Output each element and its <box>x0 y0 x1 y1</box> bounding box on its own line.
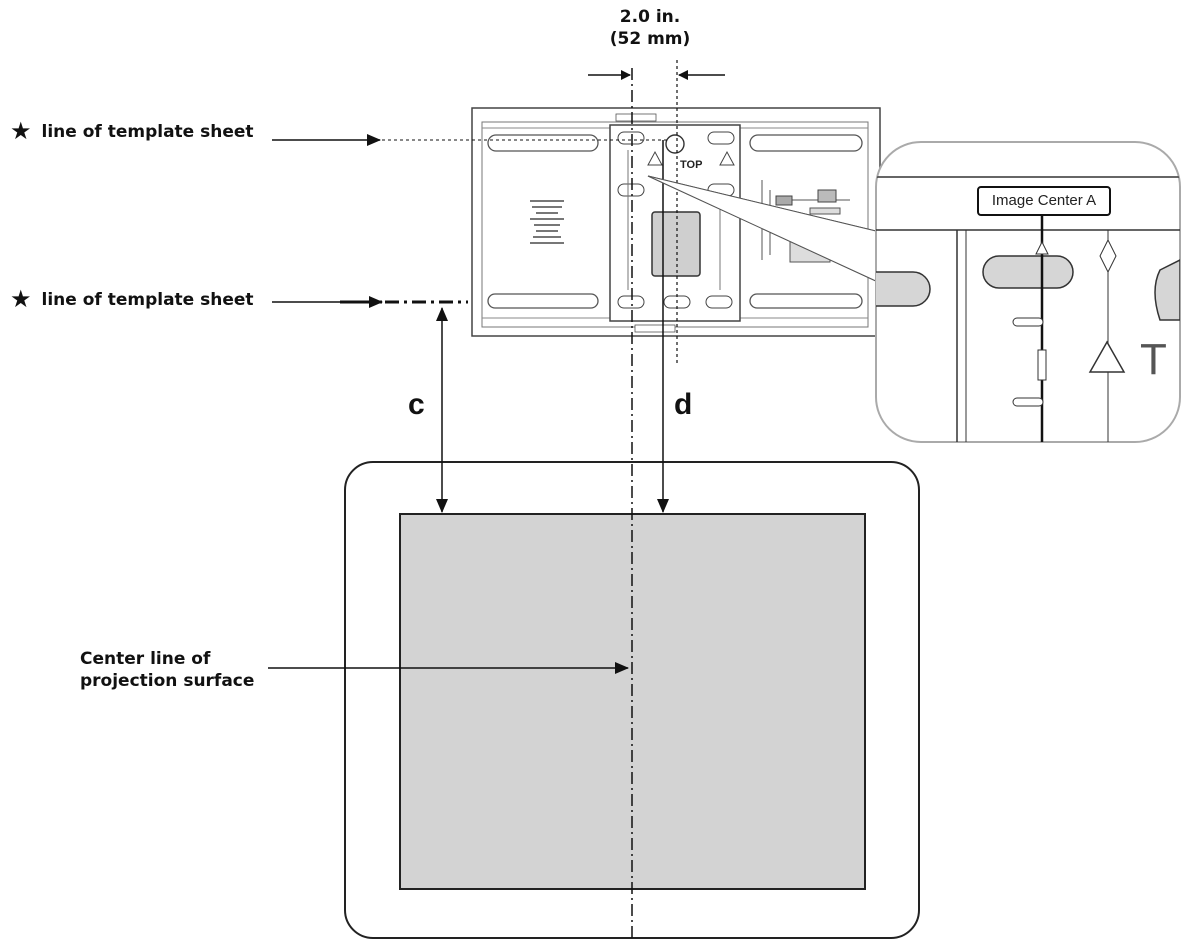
image-center-label: Image Center A <box>977 186 1111 216</box>
star-icon: ★ <box>10 285 32 313</box>
top-letter: T <box>1140 335 1167 384</box>
svg-text:TOP: TOP <box>680 159 702 171</box>
center-line-label: Center line of projection surface <box>80 648 254 692</box>
template-line-text-bottom: line of template sheet <box>41 290 254 310</box>
template-line-label-bottom: ★ line of template sheet <box>10 285 254 313</box>
center-line-text-2: projection surface <box>80 671 255 691</box>
star-icon: ★ <box>10 117 32 145</box>
template-line-text-top: line of template sheet <box>41 122 254 142</box>
template-line-label-top: ★ line of template sheet <box>10 117 254 145</box>
dimension-inches: 2.0 in. <box>619 7 681 27</box>
distance-c-label: c <box>408 388 425 421</box>
zoom-callout <box>647 141 1181 443</box>
dimension-label: 2.0 in. (52 mm) <box>590 6 710 50</box>
dimension-mm: (52 mm) <box>609 29 691 49</box>
template-line-arrows <box>272 134 668 308</box>
center-line-text-1: Center line of <box>80 649 211 669</box>
distance-d-label: d <box>674 388 693 421</box>
